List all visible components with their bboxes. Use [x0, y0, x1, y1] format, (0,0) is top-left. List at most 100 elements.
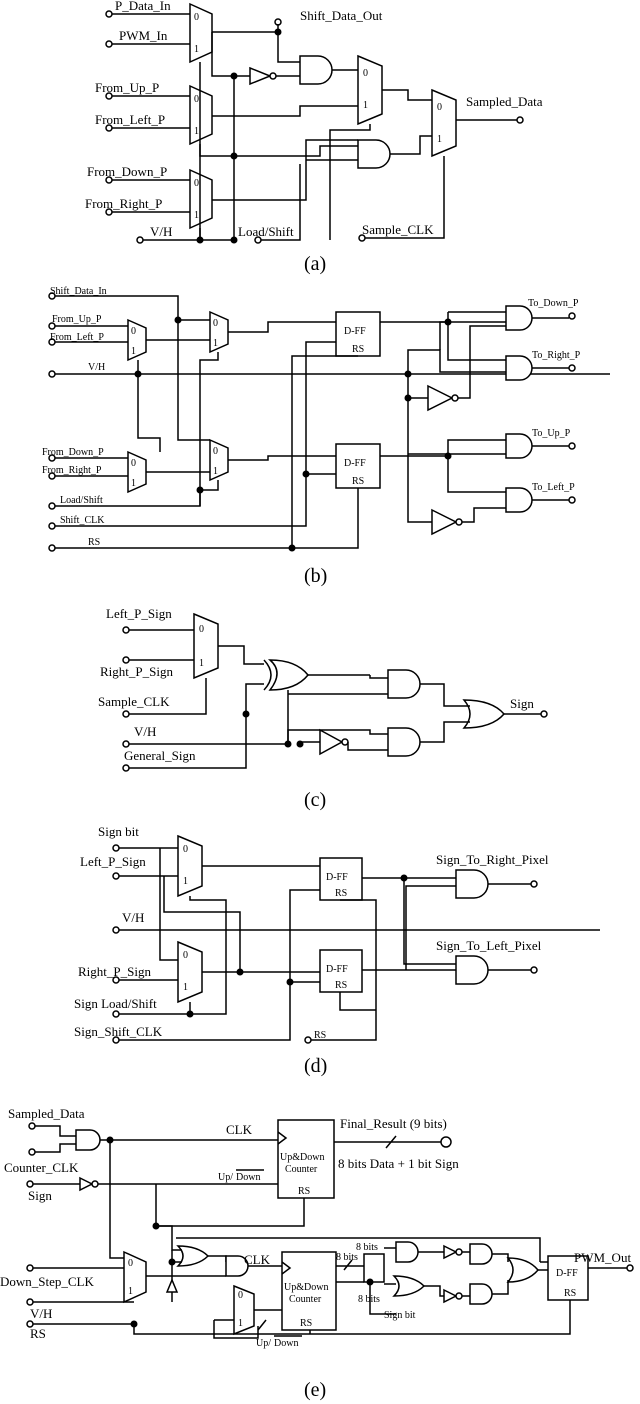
svg-text:Right_P_Sign: Right_P_Sign — [100, 664, 173, 679]
svg-text:From_Up_P: From_Up_P — [52, 314, 102, 325]
svg-text:0: 0 — [183, 950, 188, 961]
svg-text:0: 0 — [194, 178, 199, 189]
svg-text:Up/: Up/ — [256, 1338, 271, 1349]
svg-text:PWM_Out: PWM_Out — [574, 1250, 631, 1265]
svg-text:V/H: V/H — [134, 724, 156, 739]
svg-text:(c): (c) — [304, 789, 326, 811]
svg-text:Down_Step_CLK: Down_Step_CLK — [0, 1274, 95, 1289]
svg-text:Sampled_Data: Sampled_Data — [8, 1106, 85, 1121]
svg-text:From_Left_P: From_Left_P — [95, 112, 165, 127]
svg-text:8 bits: 8 bits — [358, 1294, 380, 1305]
svg-text:Sign_Shift_CLK: Sign_Shift_CLK — [74, 1024, 163, 1039]
svg-text:0: 0 — [199, 624, 204, 635]
svg-text:0: 0 — [437, 102, 442, 113]
panel-b: 01 01 01 01 D-FF RS D-FF RS Shift_Data_I… — [42, 286, 610, 587]
svg-text:1: 1 — [183, 876, 188, 887]
svg-text:D-FF: D-FF — [344, 458, 366, 469]
svg-text:0: 0 — [128, 1258, 133, 1269]
svg-text:0: 0 — [194, 94, 199, 105]
svg-text:Counter_CLK: Counter_CLK — [4, 1160, 79, 1175]
panel-a: 01 01 01 01 01 P_Data_In PWM_In From_Up_… — [85, 0, 543, 275]
svg-text:RS: RS — [300, 1318, 312, 1329]
svg-text:0: 0 — [213, 446, 218, 457]
svg-text:Sign Load/Shift: Sign Load/Shift — [74, 996, 157, 1011]
svg-text:(d): (d) — [304, 1055, 327, 1077]
svg-text:1: 1 — [437, 134, 442, 145]
svg-text:From_Right_P: From_Right_P — [85, 196, 162, 211]
svg-text:D-FF: D-FF — [326, 964, 348, 975]
panel-d: 01 01 D-FF RS D-FF RS Sign bit Left_P_Si… — [74, 824, 600, 1077]
svg-text:1: 1 — [194, 126, 199, 137]
svg-text:0: 0 — [131, 326, 136, 337]
svg-text:PWM_In: PWM_In — [119, 28, 168, 43]
svg-text:Sample_CLK: Sample_CLK — [362, 222, 434, 237]
svg-text:V/H: V/H — [122, 910, 144, 925]
svg-text:1: 1 — [131, 478, 136, 489]
svg-text:(e): (e) — [304, 1379, 326, 1401]
svg-text:Right_P_Sign: Right_P_Sign — [78, 964, 151, 979]
svg-text:RS: RS — [335, 888, 347, 899]
svg-text:1: 1 — [183, 982, 188, 993]
svg-text:General_Sign: General_Sign — [124, 748, 196, 763]
svg-text:RS: RS — [335, 980, 347, 991]
svg-text:D-FF: D-FF — [326, 872, 348, 883]
svg-text:RS: RS — [352, 344, 364, 355]
svg-text:RS: RS — [352, 476, 364, 487]
svg-text:Left_P_Sign: Left_P_Sign — [80, 854, 146, 869]
svg-text:From_Up_P: From_Up_P — [95, 80, 159, 95]
svg-text:To_Right_P: To_Right_P — [532, 350, 581, 361]
svg-text:Sample_CLK: Sample_CLK — [98, 694, 170, 709]
svg-text:1: 1 — [213, 338, 218, 349]
svg-text:Sign: Sign — [510, 696, 534, 711]
svg-text:RS: RS — [564, 1288, 576, 1299]
svg-text:Load/Shift: Load/Shift — [238, 224, 294, 239]
svg-text:Counter: Counter — [289, 1294, 322, 1305]
svg-text:From_Down_P: From_Down_P — [42, 447, 104, 458]
svg-text:Down: Down — [274, 1338, 298, 1349]
svg-text:To_Down_P: To_Down_P — [528, 298, 579, 309]
svg-text:1: 1 — [194, 44, 199, 55]
svg-text:1: 1 — [199, 658, 204, 669]
svg-text:D-FF: D-FF — [556, 1268, 578, 1279]
svg-text:Up/: Up/ — [218, 1172, 233, 1183]
svg-text:0: 0 — [213, 318, 218, 329]
svg-text:1: 1 — [238, 1318, 243, 1329]
svg-text:(b): (b) — [304, 565, 327, 587]
svg-text:Down: Down — [236, 1172, 260, 1183]
svg-text:V/H: V/H — [30, 1306, 52, 1321]
svg-text:Sign bit: Sign bit — [384, 1310, 416, 1321]
svg-text:From_Down_P: From_Down_P — [87, 164, 167, 179]
svg-text:8 bits: 8 bits — [356, 1242, 378, 1253]
svg-text:To_Up_P: To_Up_P — [532, 428, 571, 439]
svg-text:From_Left_P: From_Left_P — [50, 332, 104, 343]
svg-text:RS: RS — [30, 1326, 46, 1341]
svg-text:0: 0 — [131, 458, 136, 469]
svg-text:CLK: CLK — [226, 1122, 253, 1137]
svg-text:RS: RS — [88, 537, 100, 548]
svg-text:Final_Result (9 bits): Final_Result (9 bits) — [340, 1116, 447, 1131]
svg-text:Sampled_Data: Sampled_Data — [466, 94, 543, 109]
svg-text:Up&Down: Up&Down — [280, 1152, 324, 1163]
svg-text:Up&Down: Up&Down — [284, 1282, 328, 1293]
svg-text:V/H: V/H — [150, 224, 172, 239]
svg-text:Sign_To_Left_Pixel: Sign_To_Left_Pixel — [436, 938, 542, 953]
svg-text:Sign bit: Sign bit — [98, 824, 139, 839]
svg-text:D-FF: D-FF — [344, 326, 366, 337]
svg-text:8 bits Data + 1 bit Sign: 8 bits Data + 1 bit Sign — [338, 1156, 459, 1171]
svg-text:(a): (a) — [304, 253, 326, 275]
panel-c: 0 1 Left_P_Sign Right_P_Sign Sample_CLK … — [98, 606, 548, 811]
svg-text:1: 1 — [363, 100, 368, 111]
svg-text:0: 0 — [194, 12, 199, 23]
svg-text:RS: RS — [298, 1186, 310, 1197]
svg-text:To_Left_P: To_Left_P — [532, 482, 575, 493]
svg-text:Sign_To_Right_Pixel: Sign_To_Right_Pixel — [436, 852, 549, 867]
svg-text:1: 1 — [128, 1286, 133, 1297]
svg-text:0: 0 — [363, 68, 368, 79]
svg-text:Left_P_Sign: Left_P_Sign — [106, 606, 172, 621]
svg-text:Sign: Sign — [28, 1188, 52, 1203]
svg-text:RS: RS — [314, 1030, 326, 1041]
svg-text:V/H: V/H — [88, 362, 105, 373]
svg-text:P_Data_In: P_Data_In — [115, 0, 171, 13]
svg-text:1: 1 — [131, 346, 136, 357]
